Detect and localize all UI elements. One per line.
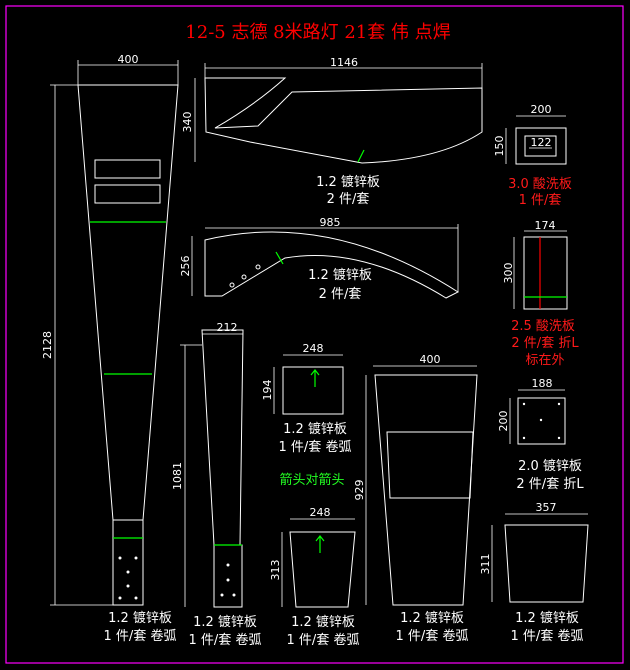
part-spec: 1.2 镀锌板 xyxy=(291,614,355,630)
part-qty: 1 件/套 卷弧 xyxy=(279,439,352,455)
part-qty: 1 件/套 卷弧 xyxy=(511,628,584,644)
dim-height: 340 xyxy=(181,112,194,133)
dim-height: 2128 xyxy=(41,331,54,359)
part-spec: 1.2 镀锌板 xyxy=(316,174,380,190)
dim-height: 256 xyxy=(179,256,192,277)
dim-width: 248 xyxy=(303,342,324,355)
dim-width: 985 xyxy=(320,216,341,229)
dim-height: 150 xyxy=(493,136,506,157)
part-note: 标在外 xyxy=(525,353,564,368)
part-qty: 2 件/套 xyxy=(319,286,362,302)
part-qty: 1 件/套 卷弧 xyxy=(287,632,360,648)
dim-height: 1081 xyxy=(171,462,184,490)
dim-inner: 122 xyxy=(531,136,552,149)
part-qty: 2 件/套 xyxy=(327,191,370,207)
dim-height: 300 xyxy=(502,263,515,284)
part-qty: 1 件/套 卷弧 xyxy=(396,628,469,644)
dim-height: 194 xyxy=(261,380,274,401)
part-spec: 1.2 镀锌板 xyxy=(283,421,347,437)
part-spec: 2.5 酸洗板 xyxy=(511,319,575,334)
part-pole-large: 400 2128 1.2 镀锌板 1 件/套 卷弧 xyxy=(41,53,179,644)
part-spec: 2.0 镀锌板 xyxy=(518,458,582,474)
dim-width: 400 xyxy=(118,53,139,66)
part-bucket-400: 400 929 1.2 镀锌板 1 件/套 卷弧 xyxy=(353,353,478,644)
part-plate-200: 200 122 150 3.0 酸洗板 1 件/套 xyxy=(493,103,572,208)
dim-width: 400 xyxy=(420,353,441,366)
dim-width: 248 xyxy=(310,506,331,519)
dim-height: 313 xyxy=(269,560,282,581)
part-qty: 2 件/套 折L xyxy=(516,476,584,492)
part-spec: 1.2 镀锌板 xyxy=(400,610,464,626)
part-arc-arm: 985 256 1.2 镀锌板 2 件/套 xyxy=(179,216,460,302)
part-sheet-248b: 248 313 1.2 镀锌板 1 件/套 卷弧 xyxy=(269,506,359,648)
part-spec: 1.2 镀锌板 xyxy=(193,614,257,630)
dim-height: 929 xyxy=(353,480,366,501)
part-spec: 1.2 镀锌板 xyxy=(308,267,372,283)
arrow-note: 箭头对箭头 xyxy=(279,472,344,488)
dim-width: 188 xyxy=(532,377,553,390)
part-top-bracket: 1146 340 1.2 镀锌板 2 件/套 xyxy=(181,56,483,207)
dim-width: 212 xyxy=(217,321,238,334)
dim-width: 200 xyxy=(531,103,552,116)
part-qty: 1 件/套 xyxy=(519,192,562,208)
part-spec: 1.2 镀锌板 xyxy=(515,610,579,626)
part-qty: 2 件/套 折L xyxy=(511,335,579,351)
dim-width: 357 xyxy=(536,501,557,514)
part-sheet-248a: 248 194 1.2 镀锌板 1 件/套 卷弧 箭头对箭头 xyxy=(261,342,351,488)
part-qty: 1 件/套 卷弧 xyxy=(189,632,262,648)
part-spec: 3.0 酸洗板 xyxy=(508,177,572,192)
part-spec: 1.2 镀锌板 xyxy=(108,610,172,626)
dim-width: 1146 xyxy=(330,56,358,69)
drawing-title: 12-5 志德 8米路灯 21套 伟 点焊 xyxy=(185,22,450,43)
part-pole-small: 212 1081 1.2 镀锌板 1 件/套 卷弧 xyxy=(171,321,261,648)
part-plate-174: 174 300 2.5 酸洗板 2 件/套 折L 标在外 xyxy=(502,219,579,368)
part-qty: 1 件/套 卷弧 xyxy=(104,628,177,644)
drawing-frame xyxy=(5,5,624,664)
dim-width: 174 xyxy=(535,219,556,232)
dim-height: 200 xyxy=(497,411,510,432)
dim-height: 311 xyxy=(479,554,492,575)
part-plate-188: 188 200 2.0 镀锌板 2 件/套 折L xyxy=(497,377,584,492)
part-tray-357: 357 311 1.2 镀锌板 1 件/套 卷弧 xyxy=(479,501,589,644)
